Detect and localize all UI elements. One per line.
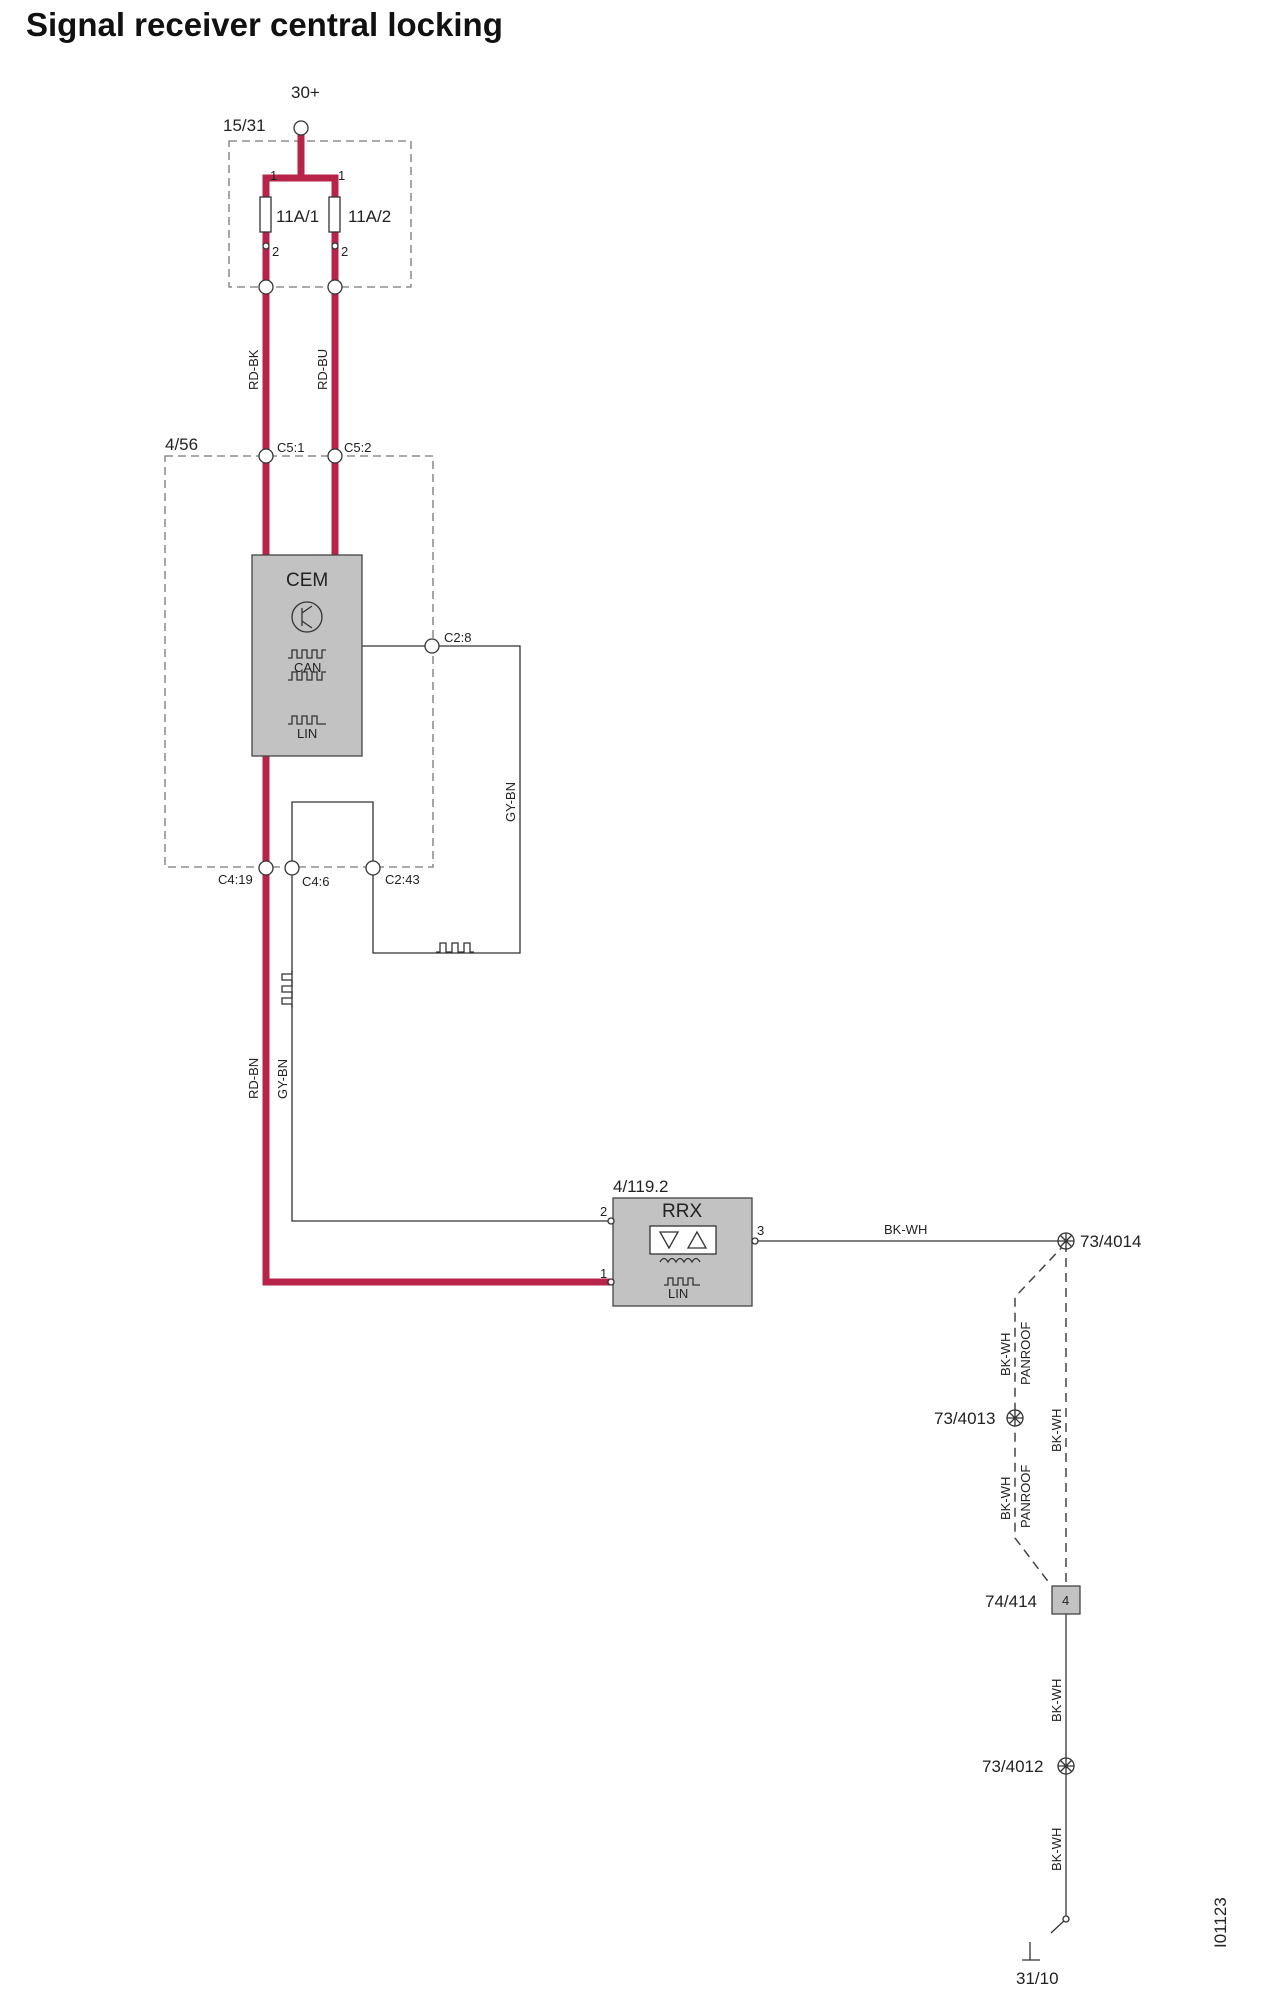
rrx-pin-2-label: 2 xyxy=(600,1204,607,1219)
panroof-lower-label: PANROOF xyxy=(1018,1465,1033,1528)
c5-1-node xyxy=(258,448,274,464)
rrx-pin-3 xyxy=(751,1237,759,1245)
can-low-wave-icon xyxy=(288,671,326,681)
fuse-pin-node-1 xyxy=(262,242,270,250)
rrx-coil-icon xyxy=(659,1257,701,1264)
fuse-pin-bot-1: 2 xyxy=(272,244,279,259)
supply-30-label: 30+ xyxy=(291,83,320,102)
connector-74-414-label: 74/414 xyxy=(985,1592,1037,1611)
wire-bk-wh-horizontal-label: BK-WH xyxy=(884,1222,927,1237)
wire-bk-wh-panroof-upper-label: BK-WH xyxy=(998,1333,1013,1376)
rrx-box-label: 4/119.2 xyxy=(613,1177,668,1196)
rrx-antenna-icon xyxy=(649,1225,717,1255)
cem-label: CEM xyxy=(286,570,328,591)
c4-6-label: C4:6 xyxy=(302,874,329,889)
rrx-pin-2 xyxy=(607,1217,615,1225)
fuse-box-boundary xyxy=(228,140,412,288)
lin-signal-wave-c2-43 xyxy=(436,942,474,953)
cem-box-label: 4/56 xyxy=(165,435,198,454)
fuse-pin-top-2: 1 xyxy=(338,168,345,183)
wire-bk-wh-right-dashed-label: BK-WH xyxy=(1049,1409,1064,1452)
transistor-icon xyxy=(291,601,323,633)
wire-bk-wh-lower-1-label: BK-WH xyxy=(1049,1679,1064,1722)
c4-19-label: C4:19 xyxy=(218,872,253,887)
c5-2-node xyxy=(327,448,343,464)
wire-bk-wh-lower-2-label: BK-WH xyxy=(1049,1828,1064,1871)
fuse-to-cem-wires xyxy=(262,228,339,562)
fuse-box-label: 15/31 xyxy=(223,116,266,135)
panroof-dashed-path xyxy=(1014,1242,1067,1585)
ground-73-4014-label: 73/4014 xyxy=(1080,1232,1141,1251)
wire-rd-bu-label: RD-BU xyxy=(315,349,330,390)
rrx-triangle-icons xyxy=(658,1230,708,1250)
c5-2-label: C5:2 xyxy=(344,440,371,455)
rd-bn-wire xyxy=(262,752,611,1286)
c4-6-node xyxy=(284,860,300,876)
lin-wave-icon xyxy=(288,715,326,725)
supply-node xyxy=(293,120,309,136)
diagram-title: Signal receiver central locking xyxy=(26,6,503,43)
ground-73-4012-label: 73/4012 xyxy=(982,1757,1043,1776)
wire-rd-bn-label: RD-BN xyxy=(246,1058,261,1099)
rrx-lin-wave-icon xyxy=(664,1277,700,1286)
can-high-wave-icon xyxy=(288,649,326,659)
internal-link-wire xyxy=(291,801,374,868)
fuse-11a2-label: 11A/2 xyxy=(348,207,391,226)
c2-43-label: C2:43 xyxy=(385,872,420,887)
ground-31-10-label: 31/10 xyxy=(1016,1969,1059,1988)
fuse-pin-bot-2: 2 xyxy=(341,244,348,259)
fuse-11a1 xyxy=(259,196,272,233)
ground-73-4013-label: 73/4013 xyxy=(934,1409,995,1428)
c5-1-label: C5:1 xyxy=(277,440,304,455)
ground-point-73-4013-icon xyxy=(1006,1409,1024,1427)
can-label: CAN xyxy=(294,660,321,675)
c2-8-label: C2:8 xyxy=(444,630,471,645)
supply-split-wire xyxy=(262,124,339,201)
panroof-upper-label: PANROOF xyxy=(1018,1322,1033,1385)
image-code-label: I01123 xyxy=(1211,1897,1230,1948)
fuse-11a1-label: 11A/1 xyxy=(276,207,319,226)
wire-gy-bn-right-label: GY-BN xyxy=(503,782,518,822)
rrx-lin-label: LIN xyxy=(668,1286,688,1301)
fuse-11a2 xyxy=(328,196,341,233)
connector-pin-label: 4 xyxy=(1062,1593,1069,1608)
ground-point-73-4012-icon xyxy=(1057,1757,1075,1775)
wire-gy-bn-left-label: GY-BN xyxy=(275,1059,290,1099)
ground-point-73-4014-icon xyxy=(1057,1232,1075,1250)
rrx-pin-3-label: 3 xyxy=(757,1223,764,1238)
rrx-pin-1 xyxy=(607,1278,615,1286)
ground-switch-node xyxy=(1062,1915,1070,1923)
ground-symbol xyxy=(1022,1942,1040,1961)
fuse-box-node-2 xyxy=(327,279,343,295)
transistor-symbol xyxy=(301,605,313,629)
gy-bn-rrx-wire xyxy=(291,868,607,1222)
connector-74-414 xyxy=(1051,1585,1081,1615)
c2-8-node xyxy=(424,638,440,654)
c4-19-node xyxy=(258,860,274,876)
lin-label: LIN xyxy=(297,726,317,741)
fuse-pin-node-2 xyxy=(331,242,339,250)
wire-rd-bk-label: RD-BK xyxy=(246,349,261,390)
fuse-pin-top-1: 1 xyxy=(270,168,277,183)
wire-bk-wh-panroof-lower-label: BK-WH xyxy=(998,1477,1013,1520)
c2-43-node xyxy=(365,860,381,876)
lin-signal-wave-c4-6 xyxy=(281,970,293,1008)
fuse-box-node-1 xyxy=(258,279,274,295)
gy-bn-loop-wire xyxy=(362,645,521,954)
rrx-pin-1-label: 1 xyxy=(600,1266,607,1281)
rrx-label: RRX xyxy=(662,1201,702,1222)
